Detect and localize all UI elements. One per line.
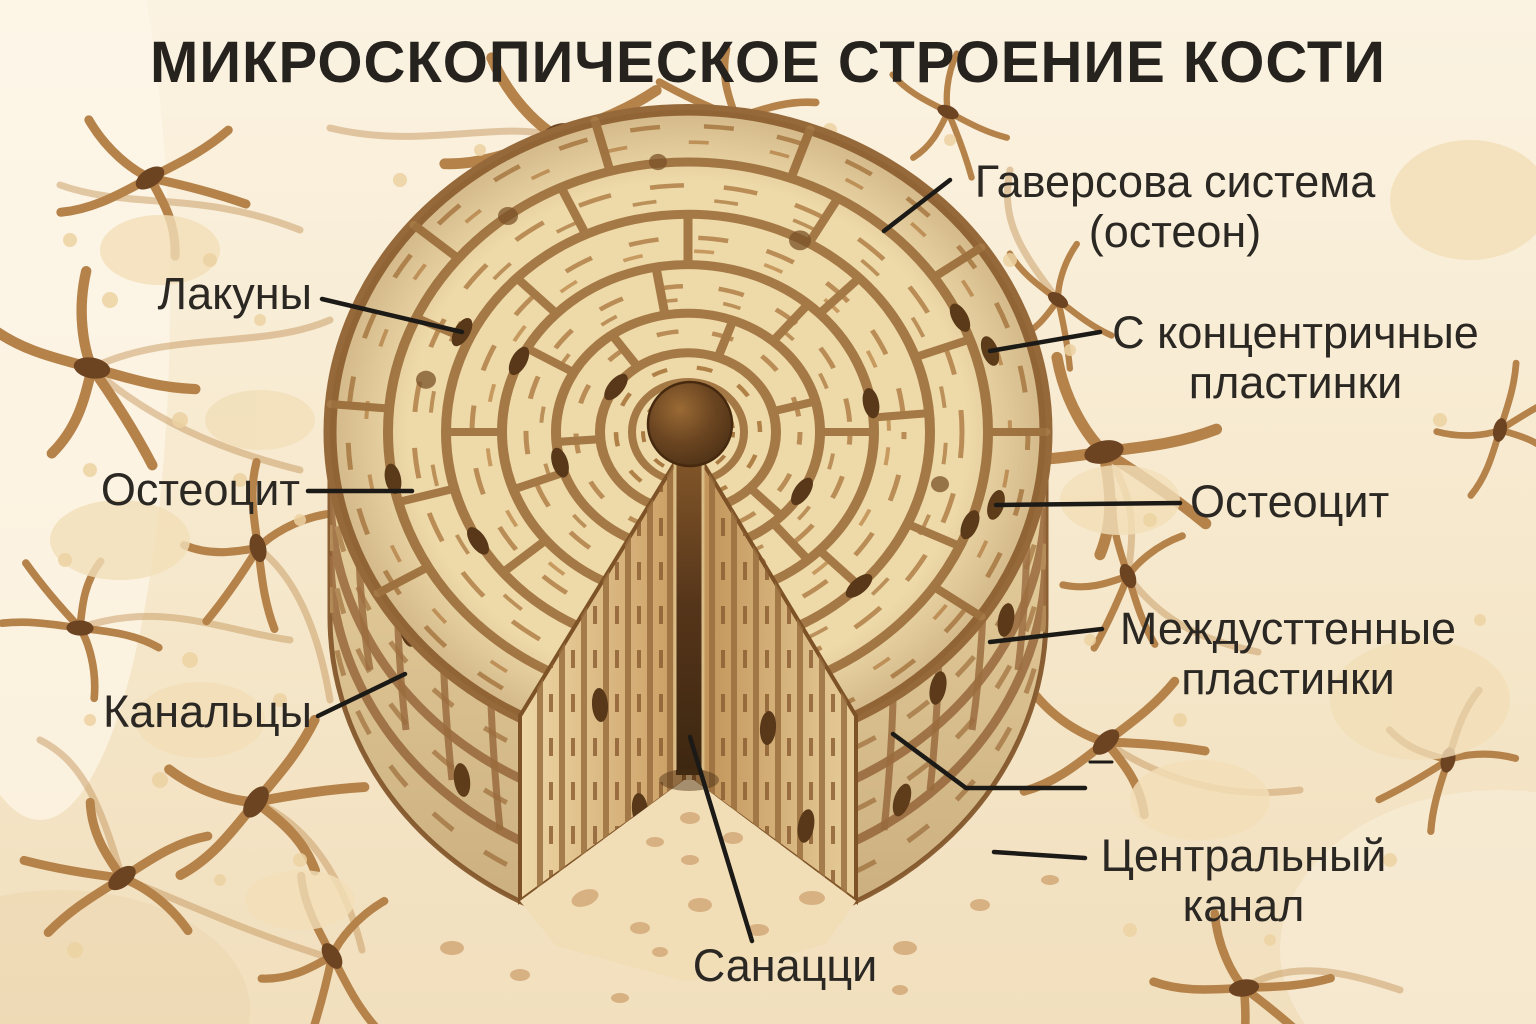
leader-haversian-system <box>881 177 953 234</box>
osteon-cylinder <box>323 103 1059 1003</box>
foreground-speckles <box>440 875 1059 1003</box>
leader-interstitial-lamellae <box>987 626 1105 645</box>
label-line: пластинки <box>1181 653 1395 704</box>
label-haversian-system: Гаверсова система (остеон) <box>955 157 1395 257</box>
leader-osteocyte-right <box>993 500 1183 508</box>
leader-canaliculi <box>315 671 408 719</box>
label-line: Центральный <box>1100 830 1387 881</box>
label-interstitial-lamellae: Междусттенные пластинки <box>1103 604 1473 704</box>
label-line: (остеон) <box>1088 206 1262 257</box>
leader-bottom-canal <box>687 734 755 944</box>
label-line: С концентричные <box>1112 307 1479 358</box>
wedge-floor <box>520 780 856 982</box>
page-title: МИКРОСКОПИЧЕСКОЕ СТРОЕНИЕ КОСТИ <box>150 30 1386 95</box>
label-osteocyte-left: Остеоцит <box>100 464 300 515</box>
label-central-canal: Центральный канал <box>1086 831 1401 931</box>
leader-concentric-lamellae <box>987 329 1103 354</box>
label-line: канал <box>1182 880 1305 931</box>
leader-lacunae <box>319 296 465 335</box>
label-osteocyte-right: Остеоцит <box>1190 476 1390 527</box>
label-concentric-lamellae: С концентричные пластинки <box>1098 308 1493 408</box>
background-texture <box>0 31 1536 1024</box>
central-canal-opening <box>646 380 734 468</box>
label-canaliculi: Канальцы <box>103 686 312 737</box>
label-bottom-canal: Санацци <box>692 940 878 991</box>
leader-lines <box>305 177 1183 944</box>
label-line: Междусттенные <box>1119 603 1457 654</box>
label-lacunae: Лакуны <box>157 268 312 319</box>
leader-unlabeled <box>890 731 1088 791</box>
label-line: Гаверсова система <box>974 156 1376 207</box>
leader-central-canal <box>991 849 1088 861</box>
label-line: пластинки <box>1188 357 1403 408</box>
